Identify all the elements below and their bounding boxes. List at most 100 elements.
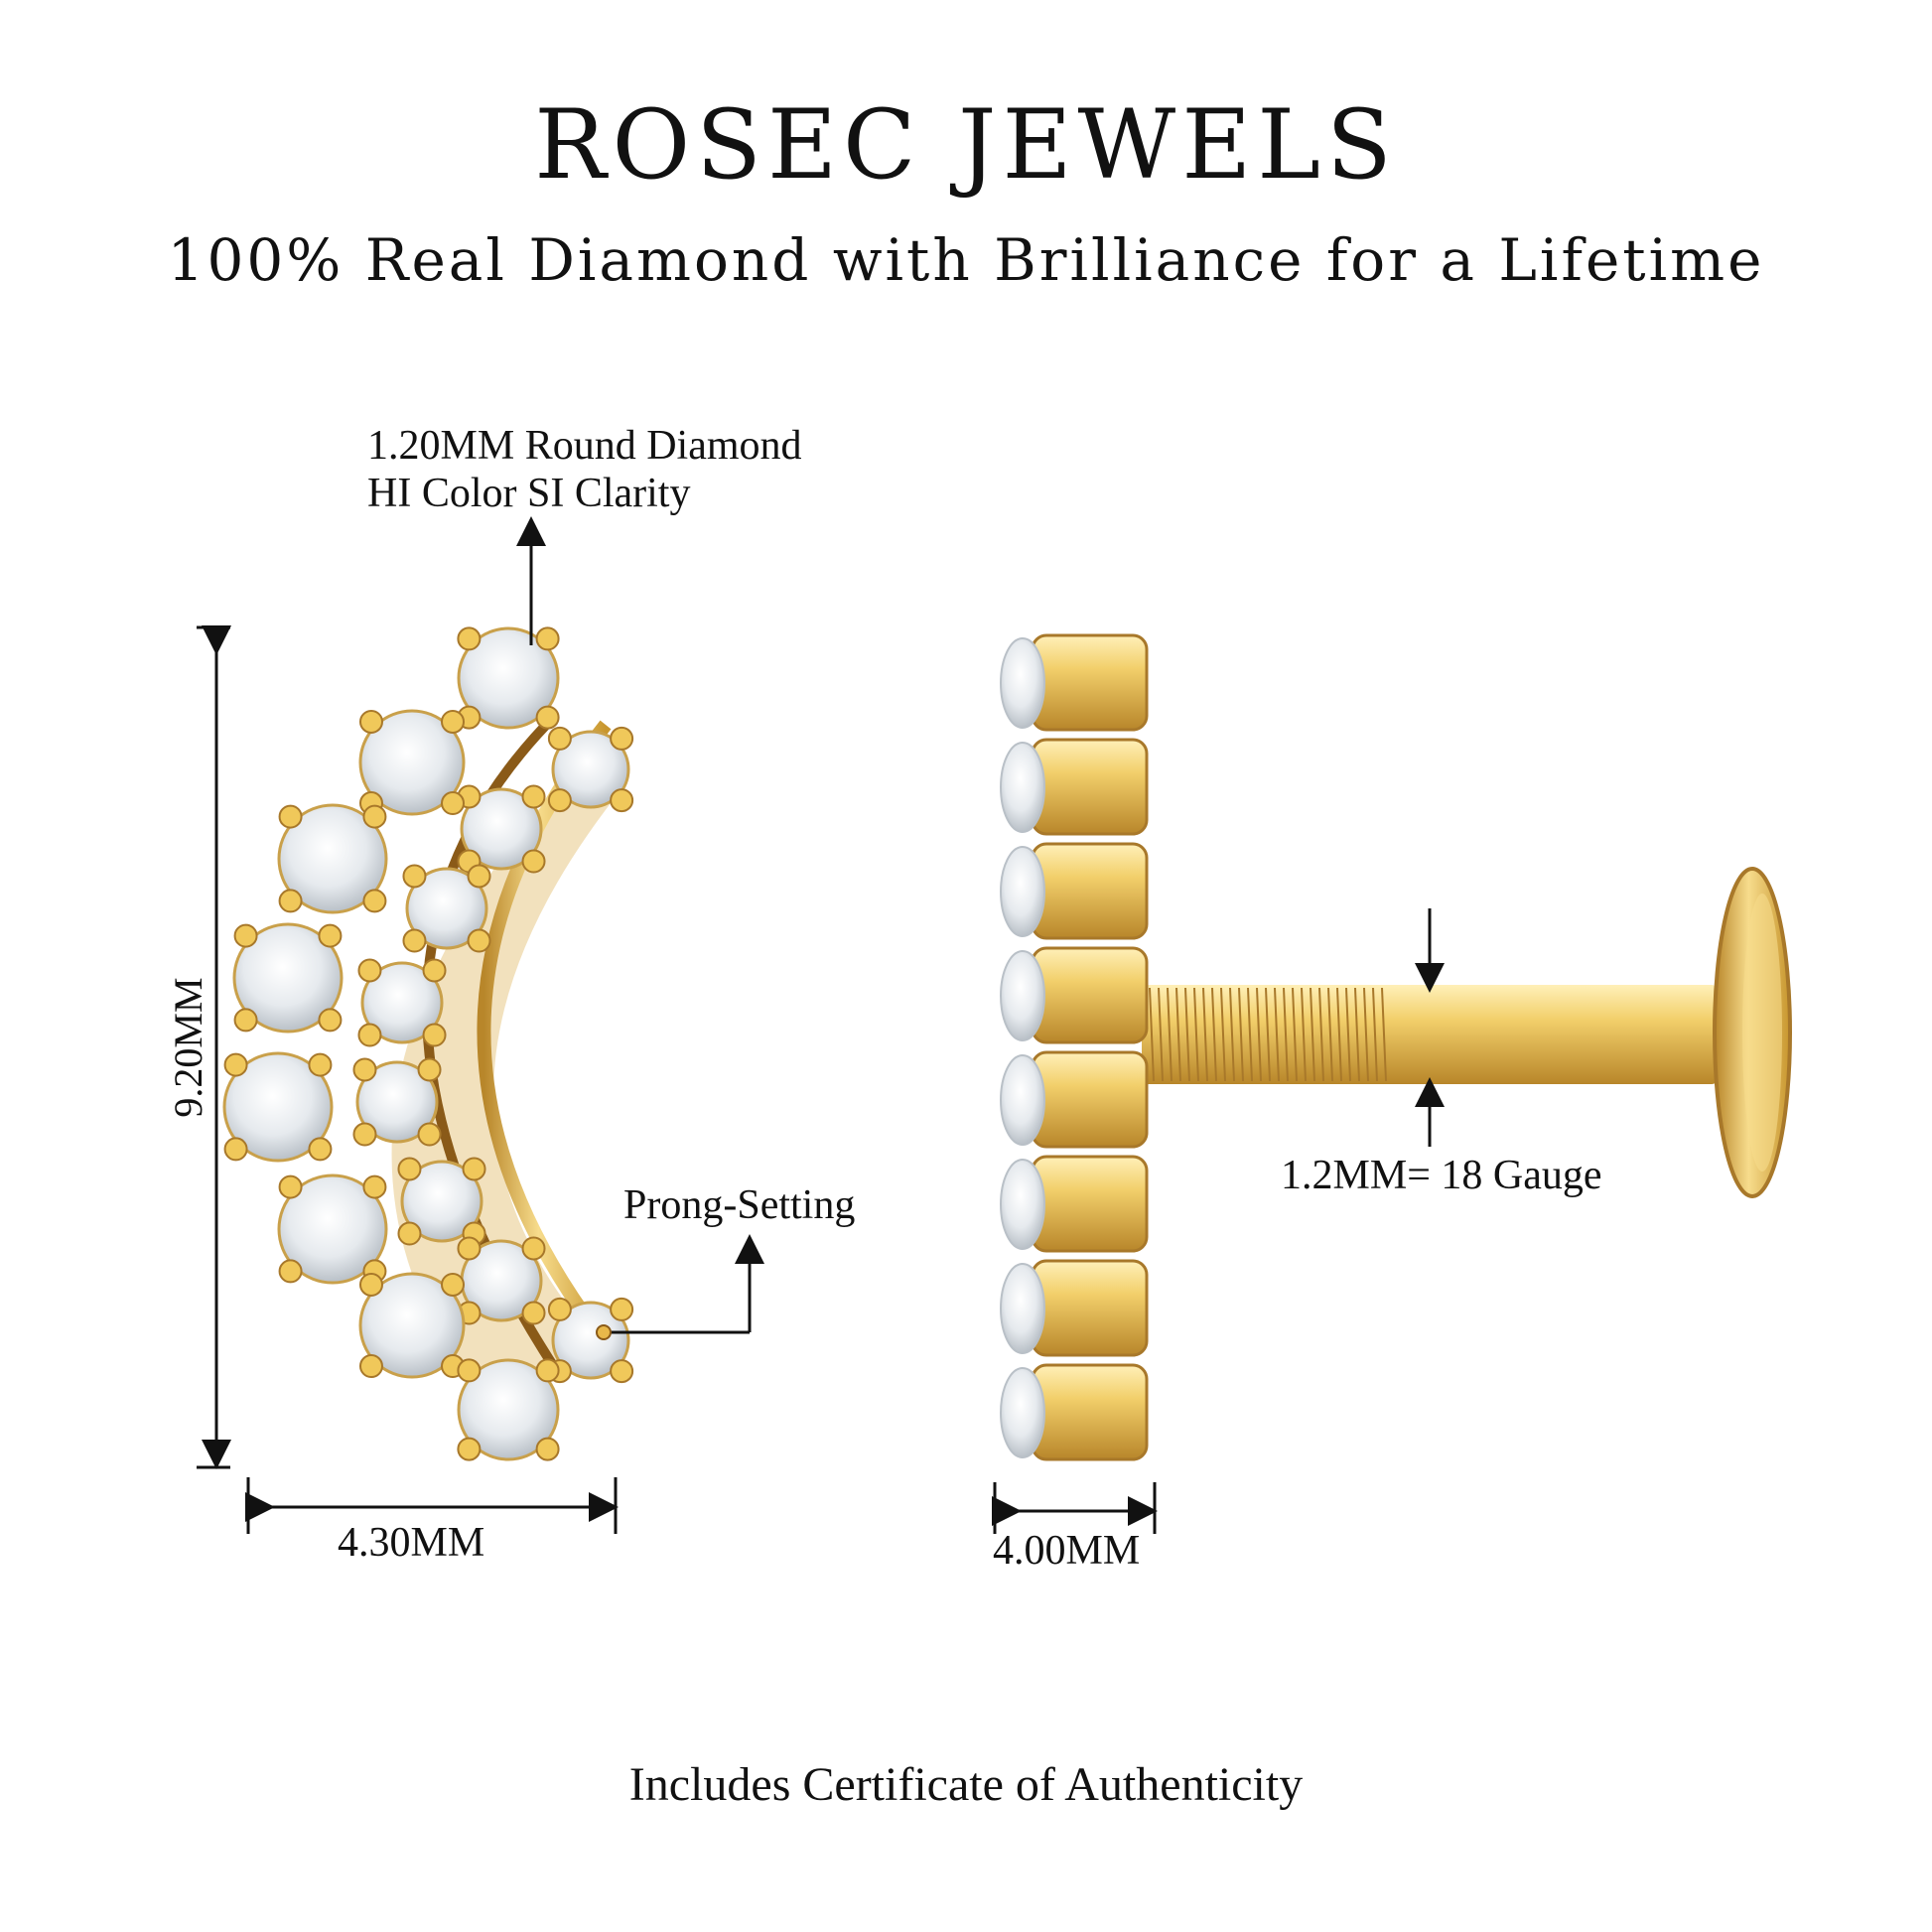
small-diamond [355, 1060, 439, 1144]
thread-line [1202, 987, 1208, 1082]
prong [357, 1023, 382, 1047]
prong [362, 1174, 387, 1199]
prong [223, 1137, 248, 1162]
prong [233, 923, 258, 948]
side-diamond [1000, 1263, 1045, 1354]
thread-line [1158, 987, 1164, 1082]
prong [457, 626, 482, 651]
prong [397, 1221, 422, 1246]
prong [535, 705, 560, 730]
certificate-note: Includes Certificate of Authenticity [628, 1758, 1304, 1811]
round-diamond [277, 1173, 388, 1285]
prong [318, 1008, 343, 1033]
small-diamond [360, 961, 444, 1044]
shaft-threads [1149, 987, 1387, 1082]
round-diamond [358, 709, 466, 816]
tagline: 100% Real Diamond with Brilliance for a … [167, 226, 1765, 294]
prong [417, 1057, 442, 1082]
smooth-shaft [1390, 985, 1718, 1084]
thread-line [1220, 987, 1226, 1082]
thread-line [1247, 987, 1253, 1082]
prong [457, 1358, 482, 1383]
thread-line [1336, 987, 1342, 1082]
side-diamond [1000, 1159, 1045, 1250]
side-diamond [1000, 742, 1045, 833]
prong [457, 1437, 482, 1461]
diamond-spec-label: 1.20MM Round Diamond HI Color SI Clarity [367, 422, 802, 518]
side-view-earring [1142, 867, 1792, 1198]
side-diamond [1000, 637, 1045, 729]
round-diamond [457, 1358, 560, 1461]
small-diamond [405, 867, 488, 950]
small-diamond [460, 787, 543, 871]
prong [521, 784, 546, 809]
prong [358, 709, 383, 734]
prong [610, 726, 634, 751]
side-diamond [1000, 1367, 1045, 1458]
thread-line [1381, 987, 1387, 1082]
side-setting [1031, 946, 1149, 1044]
side-width-label: 4.00MM [993, 1528, 1141, 1574]
side-setting [1031, 1050, 1149, 1149]
diamond-spec-line2: HI Color SI Clarity [367, 471, 691, 517]
side-diamond [1000, 950, 1045, 1041]
thread-line [1265, 987, 1271, 1082]
prong [362, 889, 387, 913]
thread-line [1345, 987, 1351, 1082]
prong [352, 1057, 377, 1082]
front-width-label: 4.30MM [338, 1520, 485, 1566]
prong [610, 1297, 634, 1321]
small-diamond [400, 1160, 483, 1243]
prong [422, 1023, 447, 1047]
prong [467, 928, 491, 953]
prong [278, 804, 303, 829]
prong [233, 1008, 258, 1033]
prong [547, 788, 572, 813]
prong [358, 1354, 383, 1379]
small-diamond [551, 730, 630, 809]
prong [521, 1236, 546, 1261]
prong [362, 804, 387, 829]
height-dimension [197, 625, 231, 1469]
prong [278, 1259, 303, 1284]
side-diamond [1000, 1054, 1045, 1146]
prong [318, 923, 343, 948]
prong [535, 626, 560, 651]
thread-line [1274, 987, 1280, 1082]
prong [223, 1052, 248, 1077]
prong [547, 1297, 572, 1321]
side-width-dimension [992, 1482, 1158, 1534]
thread-line [1184, 987, 1190, 1082]
side-diamond [1000, 846, 1045, 937]
prong [352, 1122, 377, 1147]
thread-line [1292, 987, 1298, 1082]
prong [441, 709, 466, 734]
prong [397, 1157, 422, 1181]
round-diamond [277, 803, 388, 914]
thread-line [1167, 987, 1173, 1082]
prong [308, 1052, 333, 1077]
prong [467, 864, 491, 889]
prong [278, 1174, 303, 1199]
thread-line [1193, 987, 1199, 1082]
prong [610, 1359, 634, 1384]
thread-line [1175, 987, 1181, 1082]
thread-line [1318, 987, 1324, 1082]
thread-line [1310, 987, 1315, 1082]
prong [457, 1236, 482, 1261]
round-diamond [358, 1272, 466, 1379]
prong [610, 788, 634, 813]
prong [278, 889, 303, 913]
front-width-dimension [245, 1477, 619, 1534]
thread-line [1354, 987, 1360, 1082]
prong [402, 864, 427, 889]
side-setting [1031, 633, 1149, 732]
prong [547, 726, 572, 751]
brand-title: ROSEC JEWELS [534, 89, 1398, 201]
thread-line [1372, 987, 1378, 1082]
prong [521, 849, 546, 874]
prong [422, 958, 447, 983]
side-setting [1031, 738, 1149, 836]
thread-line [1301, 987, 1307, 1082]
side-setting [1031, 1363, 1149, 1461]
